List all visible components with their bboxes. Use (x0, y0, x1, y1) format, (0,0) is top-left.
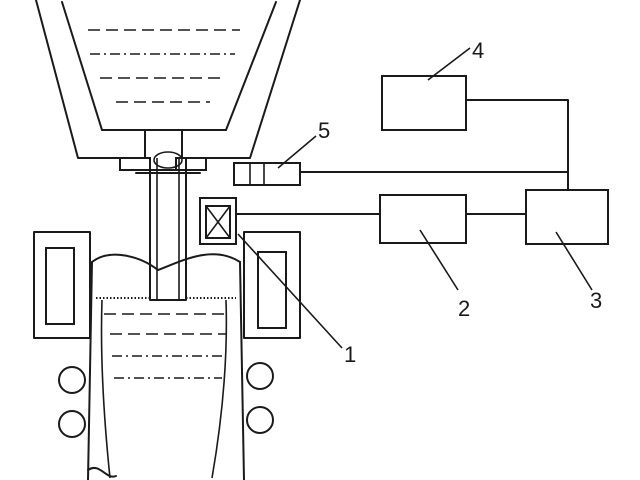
label-3: 3 (590, 288, 602, 313)
strand (87, 253, 245, 480)
component-1-sensor (199, 197, 237, 245)
tundish-liquid-steel (88, 29, 240, 103)
component-4-box (381, 75, 467, 131)
component-3-box (525, 189, 609, 245)
label-4: 4 (472, 38, 484, 63)
signal-wiring (235, 99, 569, 215)
submerged-entry-nozzle (119, 151, 207, 301)
support-rolls (58, 362, 274, 438)
label-2: 2 (458, 296, 470, 321)
label-5: 5 (318, 118, 330, 143)
mould (33, 231, 301, 339)
component-5-actuator (233, 162, 301, 186)
label-1: 1 (344, 342, 356, 367)
leader-lines (237, 47, 593, 349)
tundish (35, 0, 301, 159)
mould-liquid-steel (96, 297, 236, 379)
